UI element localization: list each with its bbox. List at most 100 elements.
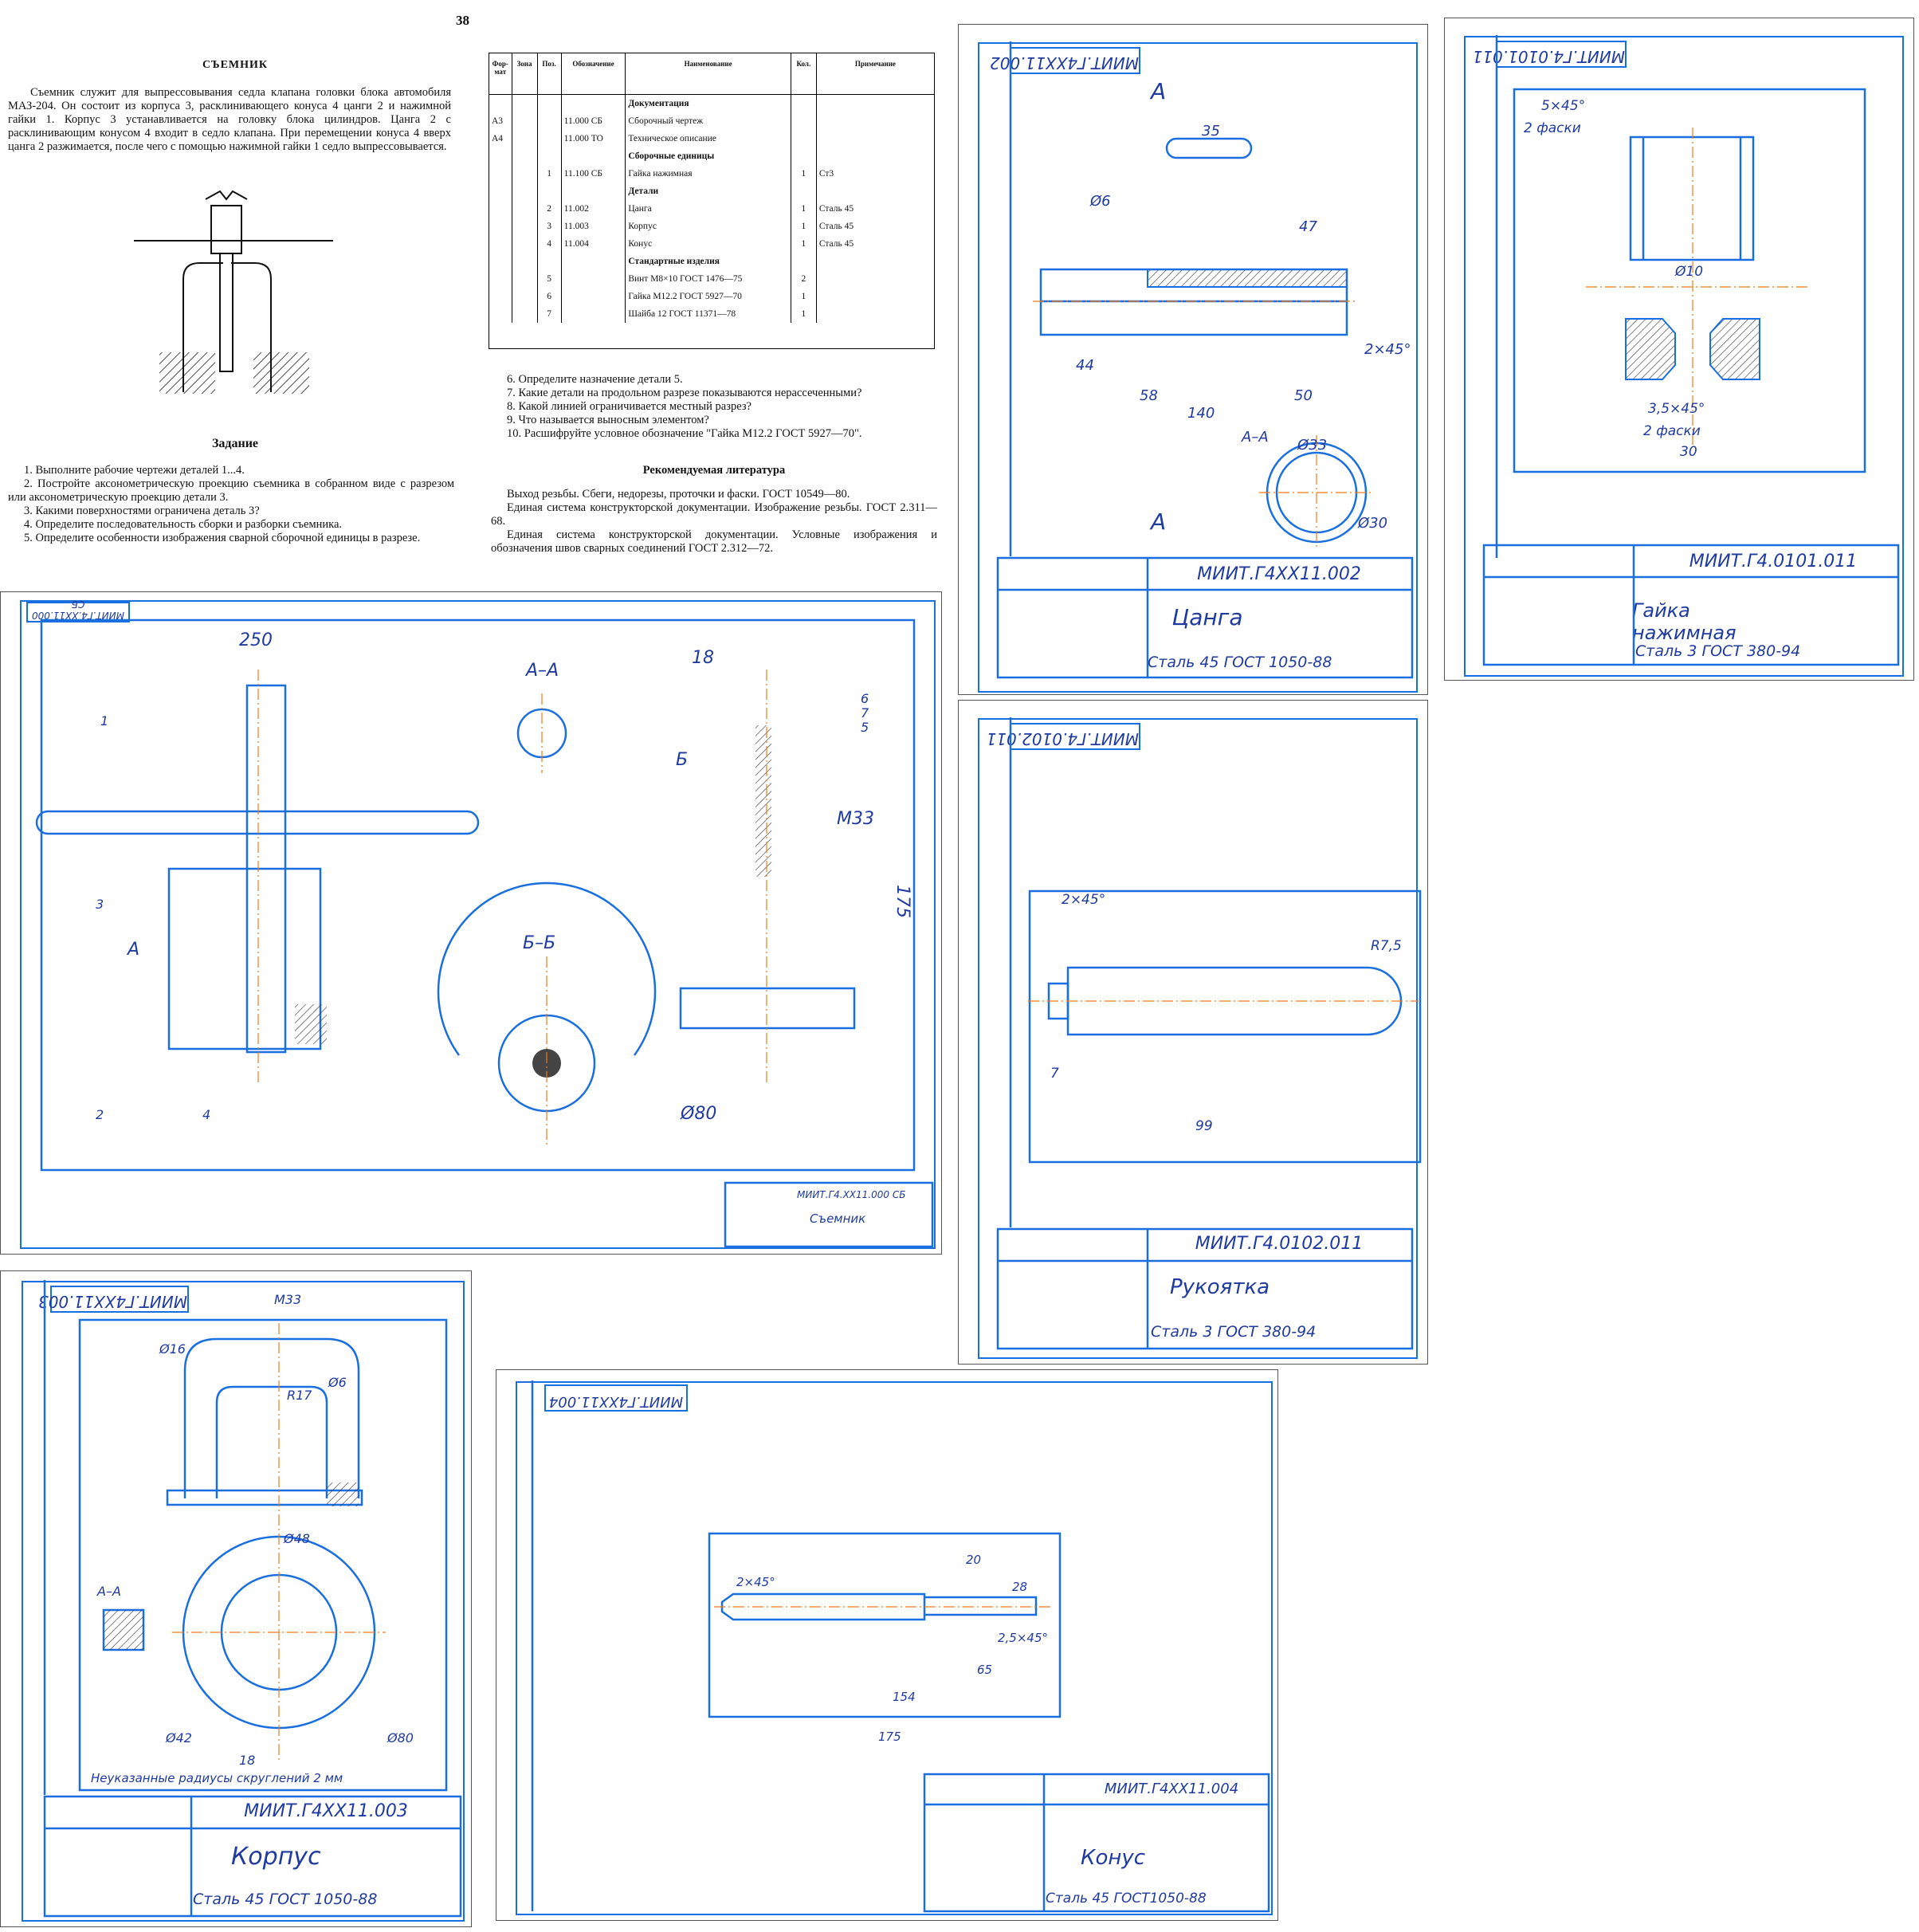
spec-cell-des <box>561 288 626 305</box>
section-label: Б–Б <box>523 933 555 953</box>
spec-cell-qty <box>791 112 817 130</box>
spec-cell-pos <box>537 253 562 270</box>
spec-cell-des: 11.000 ТО <box>561 130 626 147</box>
spec-row: Стандартные изделия <box>489 253 934 270</box>
spec-cell-des: 11.000 СБ <box>561 112 626 130</box>
spec-cell-pos: 2 <box>537 200 562 218</box>
spec-header: Наименование <box>625 53 791 95</box>
spec-cell-fmt <box>489 235 512 253</box>
spec-cell-zone <box>512 200 538 218</box>
spec-cell-fmt <box>489 288 512 305</box>
section-label: А–А <box>524 661 559 681</box>
spec-cell-name: Сборочный чертеж <box>625 112 791 130</box>
stamp-code: МИИТ.Г4.0101.011 <box>1689 552 1858 571</box>
spec-cell-pos <box>537 183 562 200</box>
leader-label: 4 <box>202 1107 210 1122</box>
stamp-name: Рукоятка <box>1170 1275 1270 1299</box>
spec-cell-pos <box>537 130 562 147</box>
task-item: 8. Какой линией ограничивается местный р… <box>507 400 752 413</box>
spec-cell-fmt <box>489 200 512 218</box>
spec-cell-pos: 4 <box>537 235 562 253</box>
leader-label: 3 <box>96 897 104 912</box>
spec-cell-note: Сталь 45 <box>818 222 854 231</box>
stamp-code: МИИТ.Г4ХХ11.002 <box>1197 564 1361 584</box>
spec-cell-pos <box>537 94 562 112</box>
dim-label: 2,5×45° <box>998 1631 1048 1645</box>
spec-cell-fmt <box>489 253 512 270</box>
stamp-code: МИИТ.Г4ХХ11.004 <box>1104 1781 1239 1797</box>
stamp-material: Сталь 3 ГОСТ 380-94 <box>1635 642 1801 660</box>
dim-label: 18 <box>239 1753 255 1768</box>
spec-cell-pos: 3 <box>537 218 562 235</box>
spec-cell-name: Конус <box>625 235 791 253</box>
spec-header: Обозначение <box>561 53 626 95</box>
stamp-name: Гайка нажимная <box>1632 599 1737 644</box>
dim-label: 2×45° <box>736 1575 775 1589</box>
spec-cell-name: Сборочные единицы <box>625 147 791 165</box>
spec-header: Фор-мат <box>489 53 512 95</box>
page-title: СЪЕМНИК <box>202 59 269 71</box>
dim-label: 2 фаски <box>1643 423 1701 439</box>
spec-cell-name: Гайка М12.2 ГОСТ 5927—70 <box>625 288 791 305</box>
stamp-name: Корпус <box>231 1843 321 1871</box>
spec-cell-des: 11.004 <box>561 235 626 253</box>
sheet-assembly: МИИТ.Г4.ХХ11.000 СБ <box>0 591 942 1255</box>
task-item: 2. Постройте аксонометрическую проекцию … <box>8 477 454 504</box>
spec-cell-name: Гайка нажимная <box>625 165 791 183</box>
spec-cell-des <box>561 94 626 112</box>
spec-cell-pos: 5 <box>537 270 562 288</box>
spec-cell-fmt <box>489 147 512 165</box>
spec-cell-zone <box>512 253 538 270</box>
spec-cell-des: 11.002 <box>561 200 626 218</box>
spec-cell-zone <box>512 288 538 305</box>
literature-item: Выход резьбы. Сбеги, недорезы, проточки … <box>507 488 850 501</box>
spec-cell-pos: 7 <box>537 305 562 323</box>
spec-cell-qty: 2 <box>791 270 817 288</box>
dim-label: М33 <box>274 1292 301 1307</box>
spec-cell-fmt <box>489 305 512 323</box>
dim-label: 250 <box>239 630 273 650</box>
spec-cell-des <box>561 183 626 200</box>
section-label: А–А <box>96 1584 121 1599</box>
spec-cell-zone <box>512 270 538 288</box>
spec-cell-des <box>561 305 626 323</box>
sheet-rukoyatka: МИИТ.Г4.0102.011 <box>958 700 1428 1365</box>
task-item: 1. Выполните рабочие чертежи деталей 1..… <box>24 464 245 477</box>
dim-label: 44 <box>1076 357 1094 374</box>
dim-label: 140 <box>1187 405 1215 422</box>
spec-row: Сборочные единицы <box>489 147 934 165</box>
task-title: Задание <box>211 437 259 450</box>
spec-cell-name: Цанга <box>625 200 791 218</box>
dim-label: 175 <box>878 1730 901 1744</box>
dim-label: 99 <box>1195 1118 1213 1134</box>
dim-label: 175 <box>893 885 912 918</box>
page-number: 38 <box>456 13 469 28</box>
dim-label: А–А <box>1241 429 1269 446</box>
dim-label: 154 <box>893 1690 916 1704</box>
dim-label: 7 <box>1050 1066 1059 1082</box>
spec-cell-zone <box>512 112 538 130</box>
spec-cell-zone <box>512 130 538 147</box>
dim-label: Ø80 <box>680 1104 716 1124</box>
dim-label: 20 <box>966 1553 981 1567</box>
spec-cell-qty: 1 <box>791 288 817 305</box>
task-item: 4. Определите последовательность сборки … <box>24 518 343 531</box>
spec-header: Зона <box>512 53 538 95</box>
task-item: 7. Какие детали на продольном разрезе по… <box>507 387 862 399</box>
spec-cell-qty <box>791 147 817 165</box>
spec-cell-qty: 1 <box>791 235 817 253</box>
spec-cell-name: Винт М8×10 ГОСТ 1476—75 <box>625 270 791 288</box>
spec-cell-qty: 1 <box>791 165 817 183</box>
dim-label: R17 <box>287 1388 312 1403</box>
section-mark: А <box>1149 78 1166 104</box>
spec-cell-zone <box>512 218 538 235</box>
spec-cell-pos: 1 <box>537 165 562 183</box>
dim-label: 3,5×45° <box>1648 401 1705 417</box>
stamp-name: Цанга <box>1171 604 1243 630</box>
stamp-code: МИИТ.Г4ХХ11.003 <box>244 1801 408 1821</box>
